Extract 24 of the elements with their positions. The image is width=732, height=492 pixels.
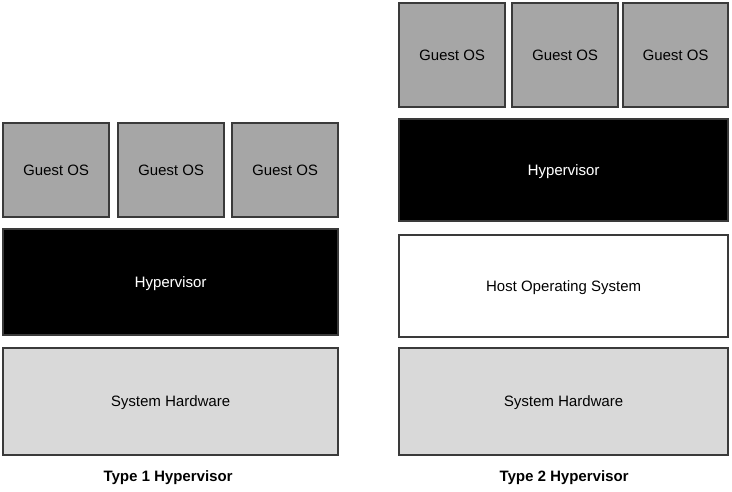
- guest-os-box: [398, 2, 506, 108]
- layer-label: Guest OS: [419, 46, 485, 64]
- diagram-caption: Type 2 Hypervisor: [498, 468, 630, 485]
- layer-label: Guest OS: [138, 162, 204, 178]
- host-os-layer: [398, 234, 729, 338]
- hypervisor-layer: [2, 228, 339, 336]
- layer-label: Guest OS: [23, 162, 89, 178]
- layer-label: Host Operating System: [486, 278, 642, 294]
- guest-os-box: [117, 122, 225, 218]
- layer-label: Guest OS: [532, 46, 598, 64]
- layer-label: System Hardware: [110, 393, 230, 410]
- layer-label: Hypervisor: [134, 274, 206, 290]
- hardware-layer: [398, 347, 729, 456]
- layer-label: Hypervisor: [528, 162, 600, 178]
- hypervisor-layer: [398, 118, 729, 222]
- guest-os-box: [622, 2, 729, 108]
- guest-os-box: [231, 122, 339, 218]
- layer-label: System Hardware: [504, 393, 624, 410]
- hardware-layer: [2, 347, 339, 456]
- guest-os-box: [2, 122, 110, 218]
- guest-os-box: [511, 2, 619, 108]
- layer-label: Guest OS: [252, 162, 318, 178]
- layer-label: Guest OS: [642, 46, 708, 64]
- diagram-caption: Type 1 Hypervisor: [102, 468, 234, 485]
